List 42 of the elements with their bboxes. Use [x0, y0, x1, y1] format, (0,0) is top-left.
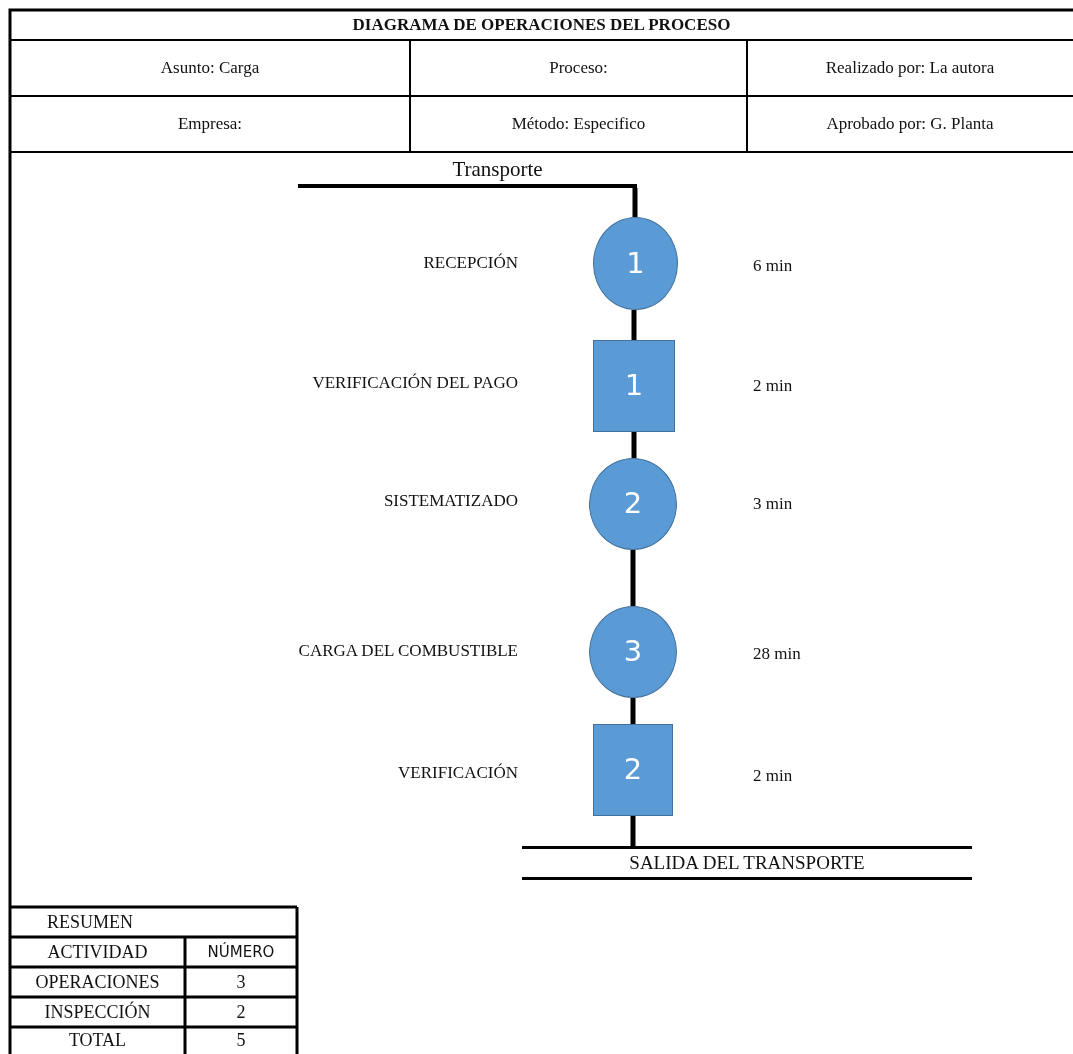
step-number: 1	[626, 247, 645, 280]
activity-name: OPERACIONES	[34, 970, 161, 994]
count-value: 2	[235, 1000, 247, 1024]
step-number: 1	[624, 370, 644, 402]
header-cell-text: Empresa:	[176, 113, 244, 135]
duration-label: 28 min	[753, 643, 802, 665]
column-heading: ACTIVIDAD	[46, 940, 149, 964]
header-cell-text: Proceso:	[548, 57, 609, 79]
step-label: SALIDA DEL TRANSPORTE	[629, 852, 865, 874]
connector-line	[632, 188, 638, 217]
inspection-square	[593, 724, 673, 816]
connector-line	[630, 698, 636, 724]
activity-label: RECEPCIÓN	[422, 252, 518, 274]
duration-label: 6 min	[753, 255, 794, 277]
activity-label: VERIFICACIÓN DEL PAGO	[311, 372, 518, 394]
activity-name: INSPECCIÓN	[43, 1000, 152, 1024]
duration-label: 3 min	[753, 493, 794, 515]
header-cell-text: Método: Especifico	[510, 113, 647, 135]
total-label: TOTAL	[67, 1029, 128, 1052]
duration-label: 2 min	[753, 765, 794, 787]
header-cell-text: Realizado por: La autora	[824, 57, 996, 79]
step-label: Transporte	[452, 158, 543, 182]
header-cell-text: Asunto: Carga	[159, 57, 261, 79]
activity-label: VERIFICACIÓN	[397, 762, 518, 784]
activity-label: SISTEMATIZADO	[382, 490, 518, 512]
inspection-square	[593, 340, 675, 432]
step-number: 2	[623, 754, 643, 786]
end-band	[522, 846, 972, 880]
connector-line	[631, 310, 637, 340]
connector-line	[630, 816, 636, 846]
step-number: 3	[623, 636, 643, 668]
connector-line	[631, 432, 637, 458]
count-value: 5	[235, 1029, 247, 1052]
diagram-title: DIAGRAMA DE OPERACIONES DEL PROCESO	[351, 14, 732, 36]
table-heading: RESUMEN	[46, 910, 134, 934]
connector-line	[630, 550, 636, 606]
duration-label: 2 min	[753, 375, 794, 397]
activity-label: CARGA DEL COMBUSTIBLE	[297, 640, 518, 662]
step-number: 2	[623, 488, 643, 520]
count-value: 3	[235, 970, 247, 994]
column-heading: NÚMERO	[206, 941, 276, 963]
header-cell-text: Aprobado por: G. Planta	[825, 113, 995, 135]
